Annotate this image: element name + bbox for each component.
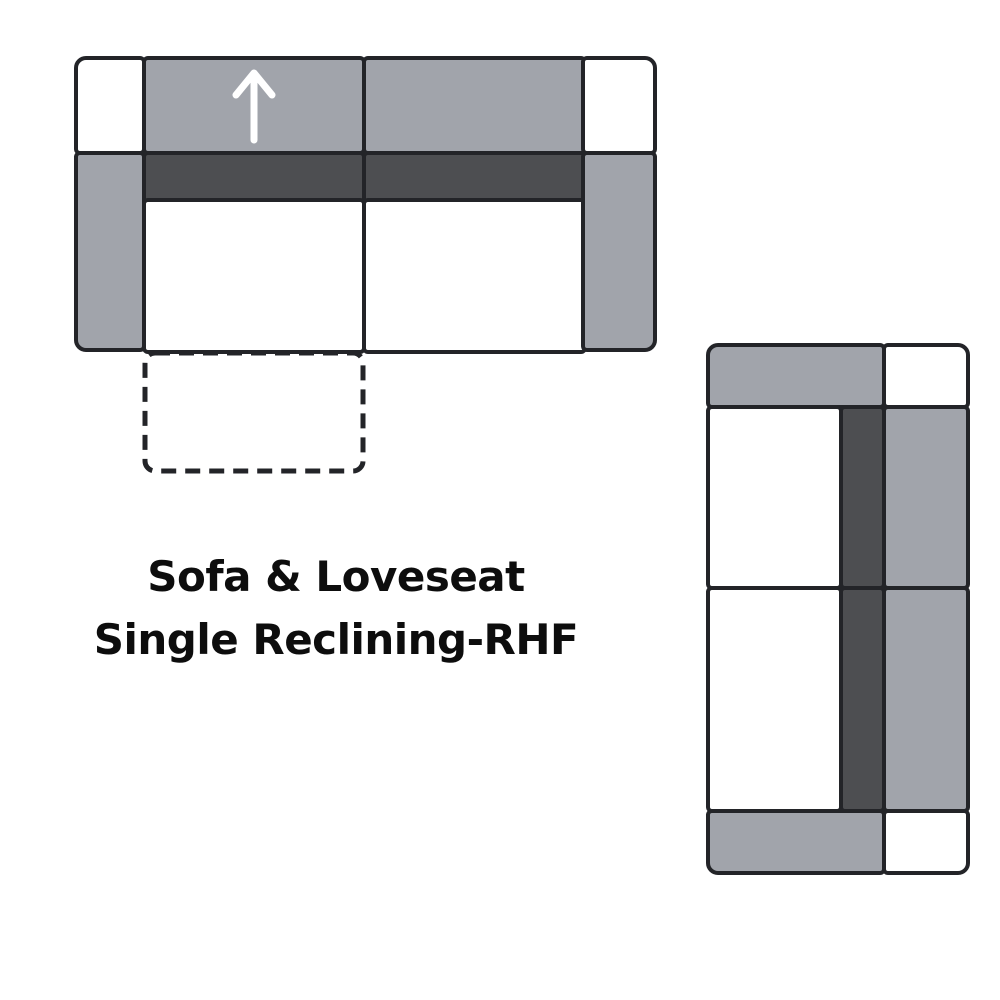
title-line-1: Sofa & Loveseat [147, 552, 525, 601]
sofa-back-cushion-left [142, 151, 366, 204]
sofa-back-corner-left [74, 56, 146, 155]
recliner-footrest-outline [142, 350, 366, 474]
arrow-up-icon [231, 66, 277, 146]
loveseat-seat-top [706, 405, 843, 590]
loveseat-backrest-bottom [882, 586, 970, 813]
sofa-backrest-left [142, 56, 366, 155]
sofa-seat-static [362, 198, 587, 354]
loveseat-back-corner-top [882, 343, 970, 409]
loveseat-armrest-top [706, 343, 886, 409]
loveseat-back-cushion-bottom [839, 586, 886, 813]
loveseat-back-cushion-top [839, 405, 886, 590]
title-line-2: Single Reclining-RHF [93, 615, 579, 664]
sofa-back-corner-right [581, 56, 657, 155]
loveseat-back-corner-bottom [882, 809, 970, 875]
loveseat-armrest-bottom [706, 809, 886, 875]
sofa-backrest-right [362, 56, 587, 155]
sofa-back-cushion-right [362, 151, 587, 204]
loveseat-backrest-top [882, 405, 970, 590]
sofa-armrest-left [74, 151, 146, 352]
sofa-armrest-right [581, 151, 657, 352]
sofa-seat-reclining [142, 198, 366, 354]
loveseat-seat-bottom [706, 586, 843, 813]
diagram-title: Sofa & Loveseat Single Reclining-RHF [36, 545, 636, 671]
